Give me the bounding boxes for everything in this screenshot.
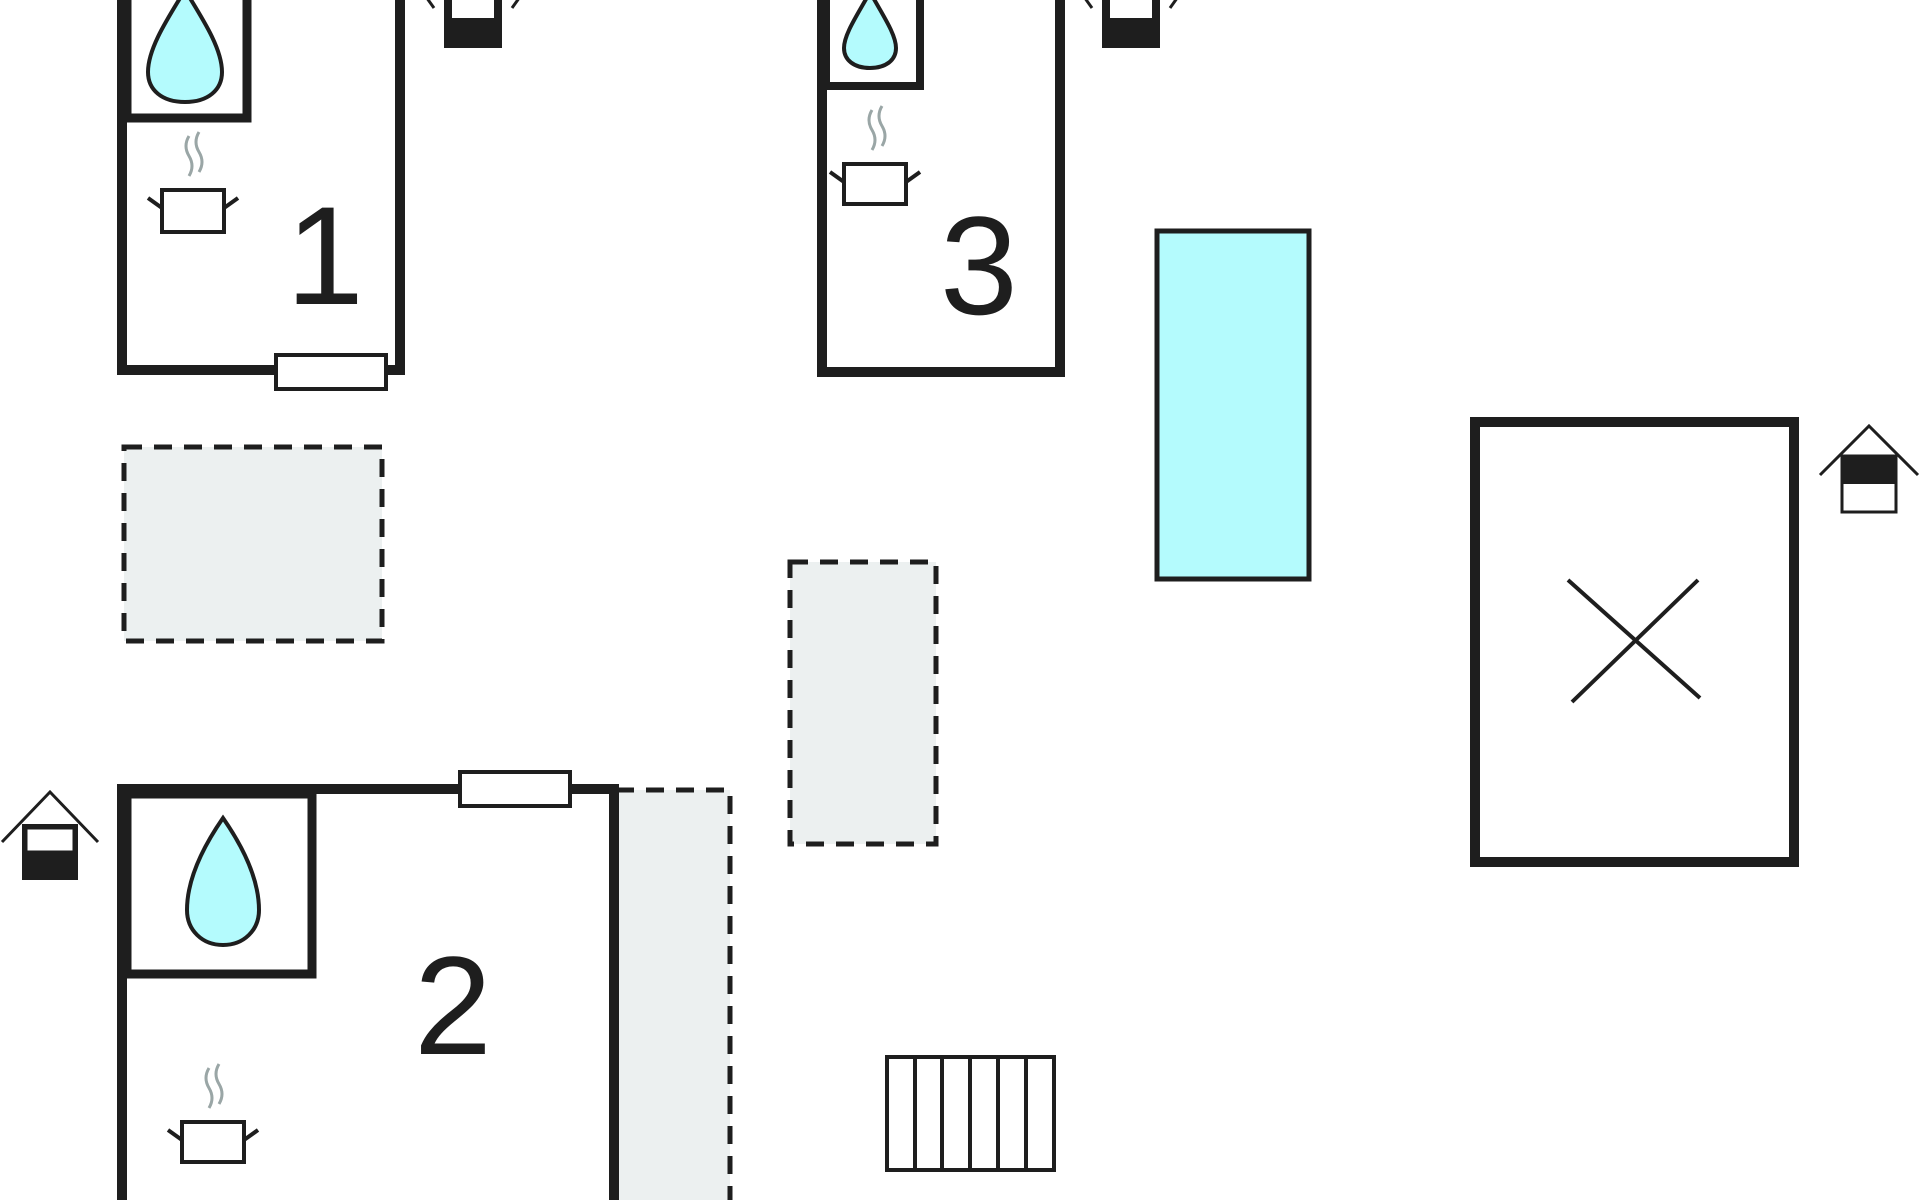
unit-3-number: 3 [940, 187, 1018, 344]
house-entrance-icon [1818, 423, 1920, 514]
window-icon [274, 353, 388, 391]
pool-icon [1154, 228, 1312, 582]
unit-3-walls [817, 0, 1065, 377]
house-entrance-icon [426, 0, 520, 48]
unit-1-walls [117, 0, 405, 375]
unit-3 [817, 0, 1178, 377]
terrace-area [121, 444, 385, 644]
terrace-area [613, 787, 733, 1200]
water-drop-icon [145, 0, 225, 105]
cross-icon [1566, 578, 1702, 704]
water-drop-icon [841, 0, 899, 71]
house-entrance-icon [0, 789, 100, 880]
cooking-pot-icon [146, 131, 240, 234]
open-space-area [1470, 417, 1799, 867]
unit-1 [117, 0, 520, 391]
unit-1-number: 1 [286, 177, 364, 334]
fence-icon [885, 1055, 1056, 1172]
unit-2-walls [117, 784, 619, 1200]
house-entrance-icon [1084, 0, 1178, 48]
window-icon [458, 770, 572, 808]
cooking-pot-icon [828, 105, 922, 206]
cooking-pot-icon [166, 1063, 260, 1164]
unit-2 [117, 770, 619, 1200]
unit-2-number: 2 [414, 927, 492, 1084]
water-drop-icon [184, 814, 262, 948]
terrace-area [787, 559, 939, 847]
